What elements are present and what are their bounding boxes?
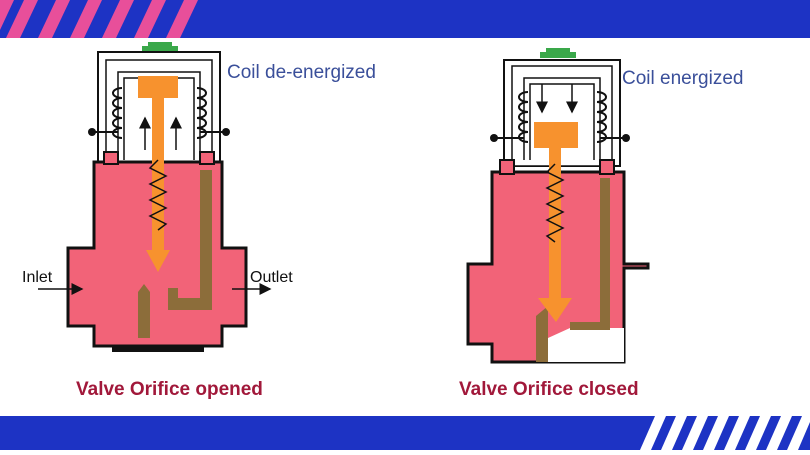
left-coil-label: Coil de-energized [227,62,376,83]
left-plunger-head [138,76,178,98]
left-valve: Coil de-energized Inlet Outlet Valve Ori… [22,42,376,400]
right-caption: Valve Orifice closed [459,379,639,400]
right-valve: Coil energized Valve Orifice closed [459,48,743,400]
pink-stripes [0,0,198,38]
bottom-banner [0,416,810,450]
outlet-label: Outlet [250,269,293,286]
right-downward-arrows [536,84,578,114]
left-coil-winding [112,87,207,139]
top-banner-stripes [0,0,810,38]
right-spring [545,163,565,243]
left-coil-terminals [88,128,230,136]
left-valve-seat [138,170,212,338]
right-outlet-cavity [548,328,624,362]
top-banner-fill [0,0,810,38]
right-coil-label: Coil energized [622,68,743,89]
left-caption: Valve Orifice opened [76,379,263,400]
left-upward-arrows [139,116,182,150]
left-spring [148,159,168,231]
bottom-banner-stripes [0,416,810,450]
right-plunger-tip [538,298,572,322]
top-banner [0,0,810,38]
white-stripes [640,416,810,450]
right-coil-winding [518,91,607,143]
left-coil-cap [142,42,178,51]
right-coil-cap [540,48,576,58]
right-coil-terminals [490,134,630,142]
right-valve-seat [536,178,610,362]
left-plunger-tip [146,250,170,272]
right-plunger-head [534,122,578,148]
inlet-label: Inlet [22,269,53,286]
